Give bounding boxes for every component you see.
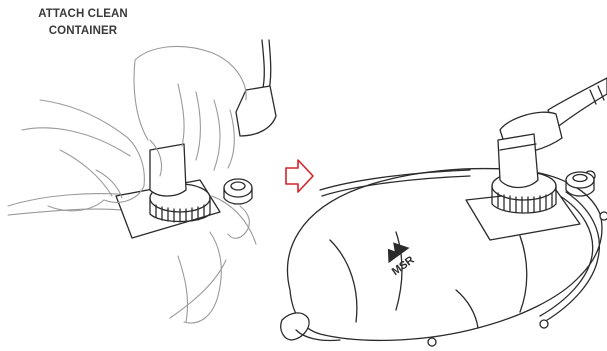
- right-step-drawing: MSR: [281, 78, 607, 346]
- left-step-drawing: [8, 40, 276, 323]
- step-arrow-icon: [286, 160, 313, 192]
